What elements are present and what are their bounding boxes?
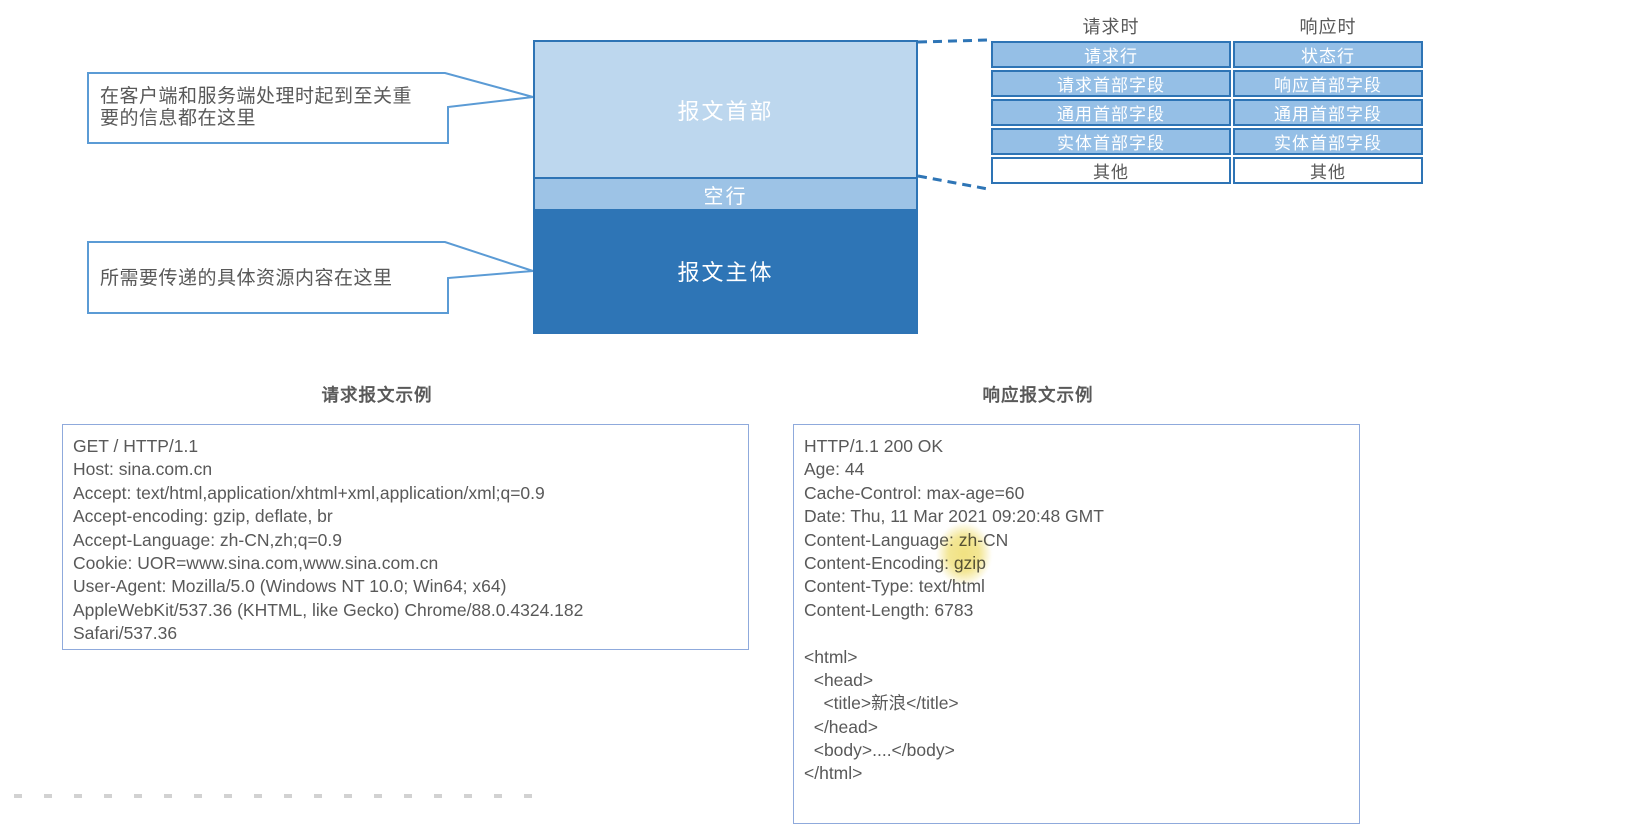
response-example-title: 响应报文示例 — [982, 385, 1094, 405]
code-line: Content-Length: 6783 — [804, 599, 974, 620]
table-cell-request: 其他 — [991, 157, 1231, 184]
table-cell-request: 请求行 — [991, 41, 1231, 68]
clipped-text-remnant — [14, 794, 554, 798]
code-line: GET / HTTP/1.1 — [73, 436, 199, 456]
code-line: Accept-encoding: gzip, deflate, br — [73, 506, 333, 527]
callout-text-line: 所需要传递的具体资源内容在这里 — [100, 268, 393, 289]
slide-canvas: { "diagram": { "callouts": { "header_not… — [14, 17, 1423, 824]
code-line: HTTP/1.1 200 OK — [804, 436, 944, 456]
table-cell-response: 实体首部字段 — [1233, 128, 1423, 155]
callout-header-note-text: 在客户端和服务端处理时起到至关重 要的信息都在这里 — [100, 86, 440, 130]
code-line: Accept: text/html,application/xhtml+xml,… — [73, 482, 545, 503]
message-body-section: 报文主体 — [535, 209, 916, 332]
code-line: <html> — [804, 646, 858, 667]
callout-body-note-text: 所需要传递的具体资源内容在这里 — [100, 268, 440, 290]
table-cell-response: 状态行 — [1233, 41, 1423, 68]
http-message-structure-box: 报文首部 空行 报文主体 — [533, 40, 918, 334]
table-cell-request: 通用首部字段 — [991, 99, 1231, 126]
highlight-dot — [936, 522, 992, 586]
code-line: Content-Encoding: gzip — [804, 552, 986, 573]
message-body-label: 报文主体 — [677, 259, 774, 285]
code-line: Date: Thu, 11 Mar 2021 09:20:48 GMT — [804, 506, 1104, 527]
header-fields-table: 请求行 状态行 请求首部字段 响应首部字段 通用首部字段 通用首部字段 实体首部… — [991, 41, 1423, 184]
message-header-label: 报文首部 — [677, 98, 774, 124]
table-cell-response: 通用首部字段 — [1233, 99, 1423, 126]
response-example-box: HTTP/1.1 200 OK Age: 44 Cache-Control: m… — [793, 424, 1360, 824]
code-line: Cookie: UOR=www.sina.com,www.sina.com.cn — [73, 552, 439, 573]
code-line: </head> — [804, 716, 878, 737]
code-line: Safari/537.36 — [73, 623, 178, 644]
table-cell-response: 响应首部字段 — [1233, 70, 1423, 97]
code-line: Content-Language: zh-CN — [804, 529, 1009, 550]
code-line: <title>新浪</title> — [804, 693, 959, 714]
column-header-response-time: 响应时 — [1299, 17, 1357, 37]
code-line: Accept-Language: zh-CN,zh;q=0.9 — [73, 529, 342, 550]
request-example-box: GET / HTTP/1.1 Host: sina.com.cn Accept:… — [62, 424, 749, 650]
dashed-connector-top — [917, 38, 989, 44]
column-header-request-time: 请求时 — [1082, 17, 1140, 37]
code-line: Host: sina.com.cn — [73, 459, 213, 480]
code-line: Content-Type: text/html — [804, 576, 985, 597]
code-line: <head> — [804, 669, 874, 690]
request-example-title: 请求报文示例 — [321, 385, 433, 405]
code-line: User-Agent: Mozilla/5.0 (Windows NT 10.0… — [73, 576, 507, 597]
code-line: </html> — [804, 763, 863, 784]
table-cell-request: 请求首部字段 — [991, 70, 1231, 97]
empty-line-section: 空行 — [535, 179, 916, 209]
message-header-section: 报文首部 — [535, 42, 916, 179]
code-line: AppleWebKit/537.36 (KHTML, like Gecko) C… — [73, 599, 584, 620]
dashed-connector-bottom — [917, 174, 989, 191]
code-line: Age: 44 — [804, 459, 865, 480]
callout-text-line: 要的信息都在这里 — [100, 108, 257, 129]
code-line — [804, 622, 1351, 645]
callout-text-line: 在客户端和服务端处理时起到至关重 — [100, 86, 413, 107]
empty-line-label: 空行 — [703, 185, 748, 208]
code-line: Cache-Control: max-age=60 — [804, 482, 1025, 503]
table-cell-response: 其他 — [1233, 157, 1423, 184]
code-line: <body>....</body> — [804, 740, 955, 761]
table-cell-request: 实体首部字段 — [991, 128, 1231, 155]
